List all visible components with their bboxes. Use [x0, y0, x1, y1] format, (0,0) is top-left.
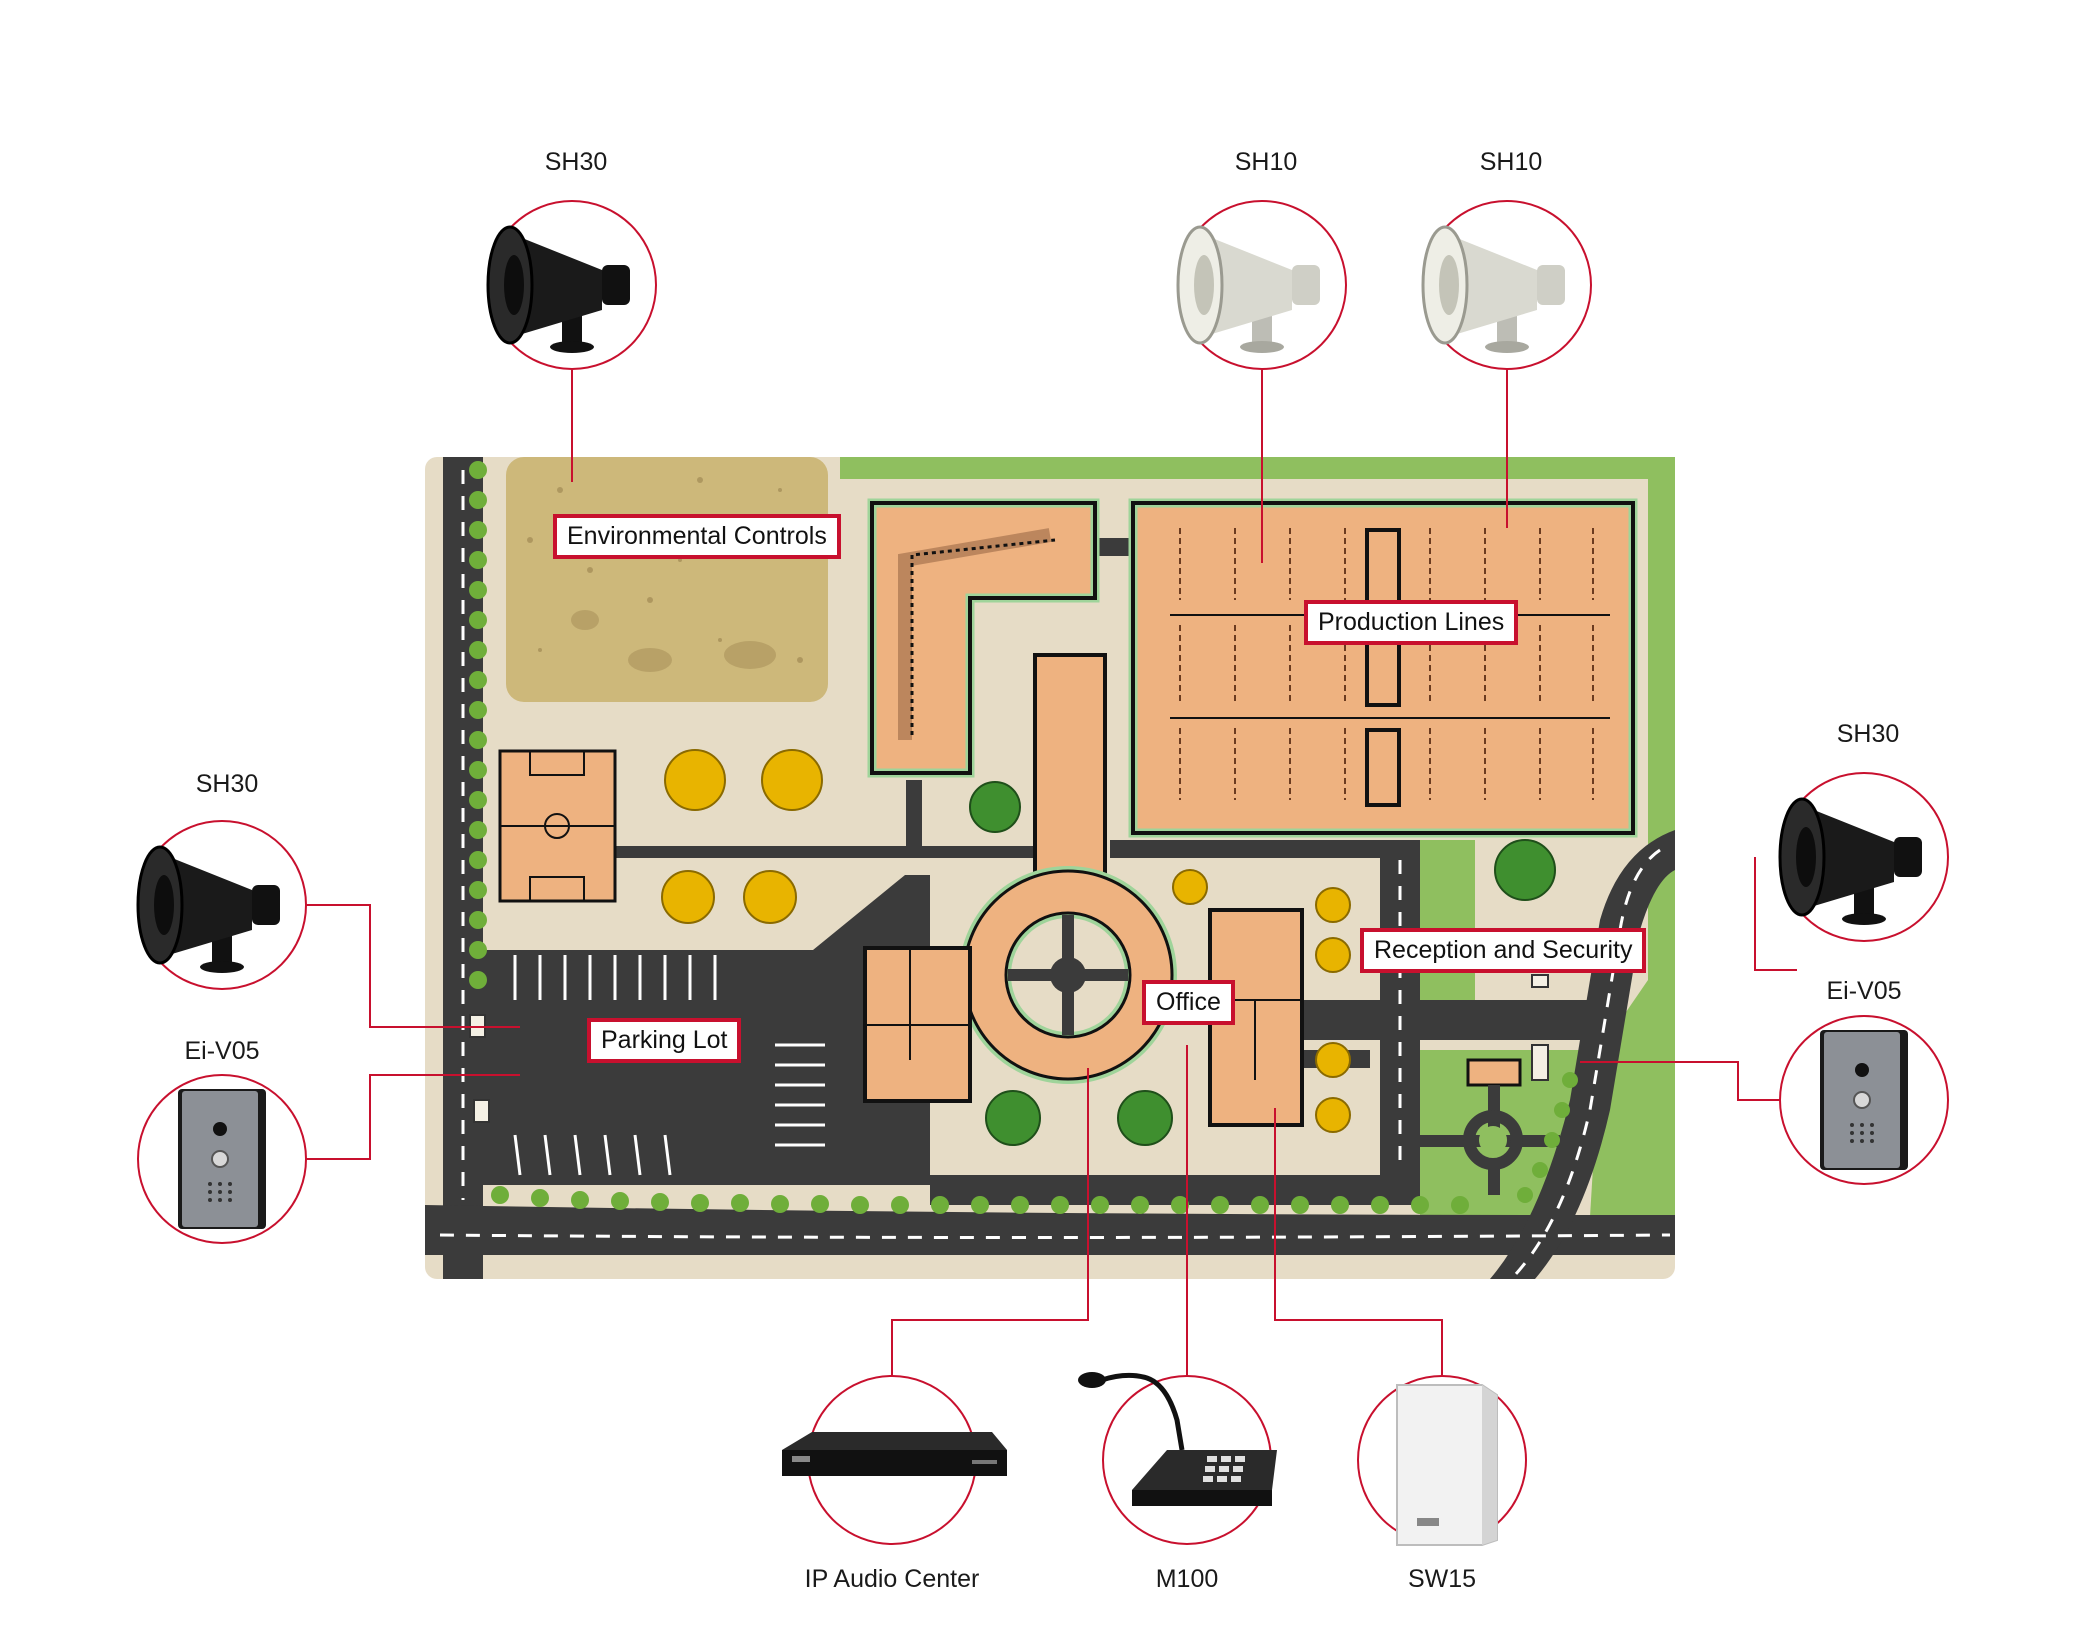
parking-stalls: [513, 955, 825, 1176]
device-label-sh30-right: SH30: [1836, 720, 1900, 748]
rack-unit-icon: [782, 1432, 1007, 1476]
line-sw15: [1274, 1108, 1443, 1375]
roundabout: [1420, 1085, 1560, 1195]
device-label-sh30-top: SH30: [544, 148, 608, 176]
line-eiv05-right: [1580, 1061, 1785, 1101]
horn-speaker-icon: [1778, 797, 1922, 925]
court-path: [615, 846, 1035, 858]
paging-microphone-icon: [1078, 1372, 1277, 1506]
central-corridor: [959, 653, 1177, 1084]
basketball-court: [498, 749, 617, 903]
zone-label-office: Office: [1142, 980, 1235, 1025]
intercom-icon: [1820, 1030, 1908, 1170]
environmental-controls-building: [867, 498, 1100, 778]
reception-road: [1290, 1000, 1590, 1040]
device-label-m100: M100: [1155, 1565, 1219, 1593]
path-north: [906, 780, 922, 858]
parking-lot-pavement: [483, 950, 813, 1185]
grass-patch: [1420, 840, 1475, 1000]
horn-speaker-icon: [1421, 225, 1565, 353]
vent-strip: [910, 538, 1056, 735]
device-label-eiv05-right: Ei-V05: [1826, 977, 1902, 1005]
device-label-sh30-left: SH30: [195, 770, 259, 798]
service-road-top: [1110, 840, 1420, 858]
zone-label-parking-lot: Parking Lot: [587, 1018, 742, 1063]
device-label-eiv05-left: Ei-V05: [184, 1037, 260, 1065]
wall-speaker-icon: [1396, 1384, 1498, 1546]
line-ip-audio-center: [891, 1068, 1089, 1380]
road-bottom: [425, 1205, 1675, 1255]
line-sh30-left: [305, 904, 520, 1028]
zone-label-production-lines: Production Lines: [1304, 600, 1519, 645]
road-markings: [439, 470, 1671, 1277]
zone-label-reception-security: Reception and Security: [1360, 928, 1647, 973]
connector-road: [1095, 538, 1135, 556]
grass-strip-top: [840, 457, 1675, 479]
zone-label-environmental-controls: Environmental Controls: [553, 514, 841, 559]
device-label-sw15: SW15: [1407, 1565, 1477, 1593]
device-label-sh10-right: SH10: [1479, 148, 1543, 176]
horn-speaker-icon: [136, 845, 280, 973]
line-eiv05-left: [305, 1074, 520, 1160]
device-label-ip-audio-center: IP Audio Center: [804, 1565, 980, 1593]
line-sh30-right: [1754, 857, 1797, 971]
horn-speaker-icon: [486, 225, 630, 353]
grass-wedge: [1590, 980, 1648, 1217]
horn-speaker-icon: [1176, 225, 1320, 353]
intercom-icon: [178, 1089, 266, 1229]
trees: [469, 461, 1578, 1214]
device-label-sh10-left: SH10: [1234, 148, 1298, 176]
connector-lines: [305, 370, 1797, 1380]
production-lines-building: [1128, 498, 1638, 838]
site-map: [425, 457, 1675, 1279]
